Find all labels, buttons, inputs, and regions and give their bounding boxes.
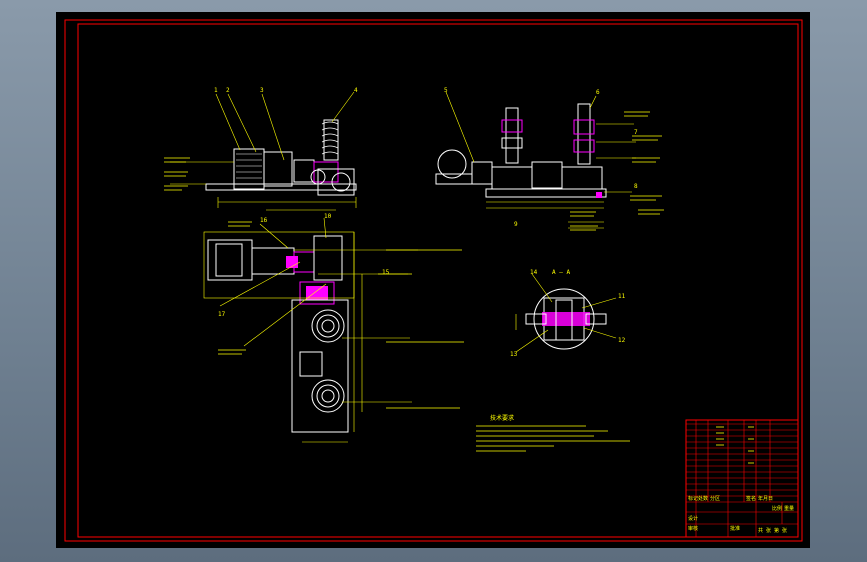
- plan-view: [203, 217, 418, 443]
- title-block-label: 处数: [698, 495, 708, 502]
- part-label: 4: [354, 87, 358, 94]
- part-label: 15: [382, 269, 390, 276]
- weight-label: 重量: [784, 505, 794, 512]
- front-elevation-view: [170, 91, 357, 211]
- title-block-label: 标记: [688, 495, 698, 502]
- reviewer-label: 审核: [688, 525, 698, 532]
- part-label: 13: [510, 351, 518, 358]
- part-number-labels: 1 2 3 4 5 6 7 8 9 10 11 12 13 14 15 16 1…: [214, 87, 638, 358]
- side-elevation-view: [435, 91, 636, 229]
- part-label: 9: [514, 221, 518, 228]
- part-label: 10: [324, 213, 332, 220]
- inner-frame: [77, 23, 799, 538]
- part-label: 6: [596, 89, 600, 96]
- part-label: 12: [618, 337, 626, 344]
- title-block-label: 年月日: [758, 495, 773, 502]
- title-block-label: 签名: [746, 495, 756, 502]
- cad-drawing-canvas[interactable]: 1 2 3 4 5 6 7 8 9 10 11 12 13 14 15 16 1…: [56, 12, 810, 548]
- part-label: 7: [634, 129, 638, 136]
- scale-label: 比例: [772, 505, 782, 512]
- section-view: [515, 273, 617, 353]
- part-label: 3: [260, 87, 264, 94]
- part-label: 8: [634, 183, 638, 190]
- part-label: 5: [444, 87, 448, 94]
- part-label: 11: [618, 293, 626, 300]
- designer-label: 设计: [688, 515, 698, 522]
- part-label: 2: [226, 87, 230, 94]
- notes-title: 技术要求: [490, 414, 514, 422]
- outer-frame: [64, 19, 803, 542]
- part-label: 17: [218, 311, 226, 318]
- part-label: 16: [260, 217, 268, 224]
- technical-notes: 技术要求: [476, 414, 630, 452]
- part-label: 14: [530, 269, 538, 276]
- part-label: 1: [214, 87, 218, 94]
- cad-drawing: 1 2 3 4 5 6 7 8 9 10 11 12 13 14 15 16 1…: [64, 19, 803, 542]
- section-label: A — A: [552, 269, 570, 276]
- approve-label: 批准: [730, 525, 740, 532]
- title-block: 标记 处数 分区 签名 年月日 设计 审核 批准 比例 重量 共 张 第 张: [685, 419, 799, 538]
- sheet-label: 共 张 第 张: [758, 527, 787, 534]
- title-block-label: 分区: [710, 495, 720, 502]
- annotation-lines: [164, 111, 664, 409]
